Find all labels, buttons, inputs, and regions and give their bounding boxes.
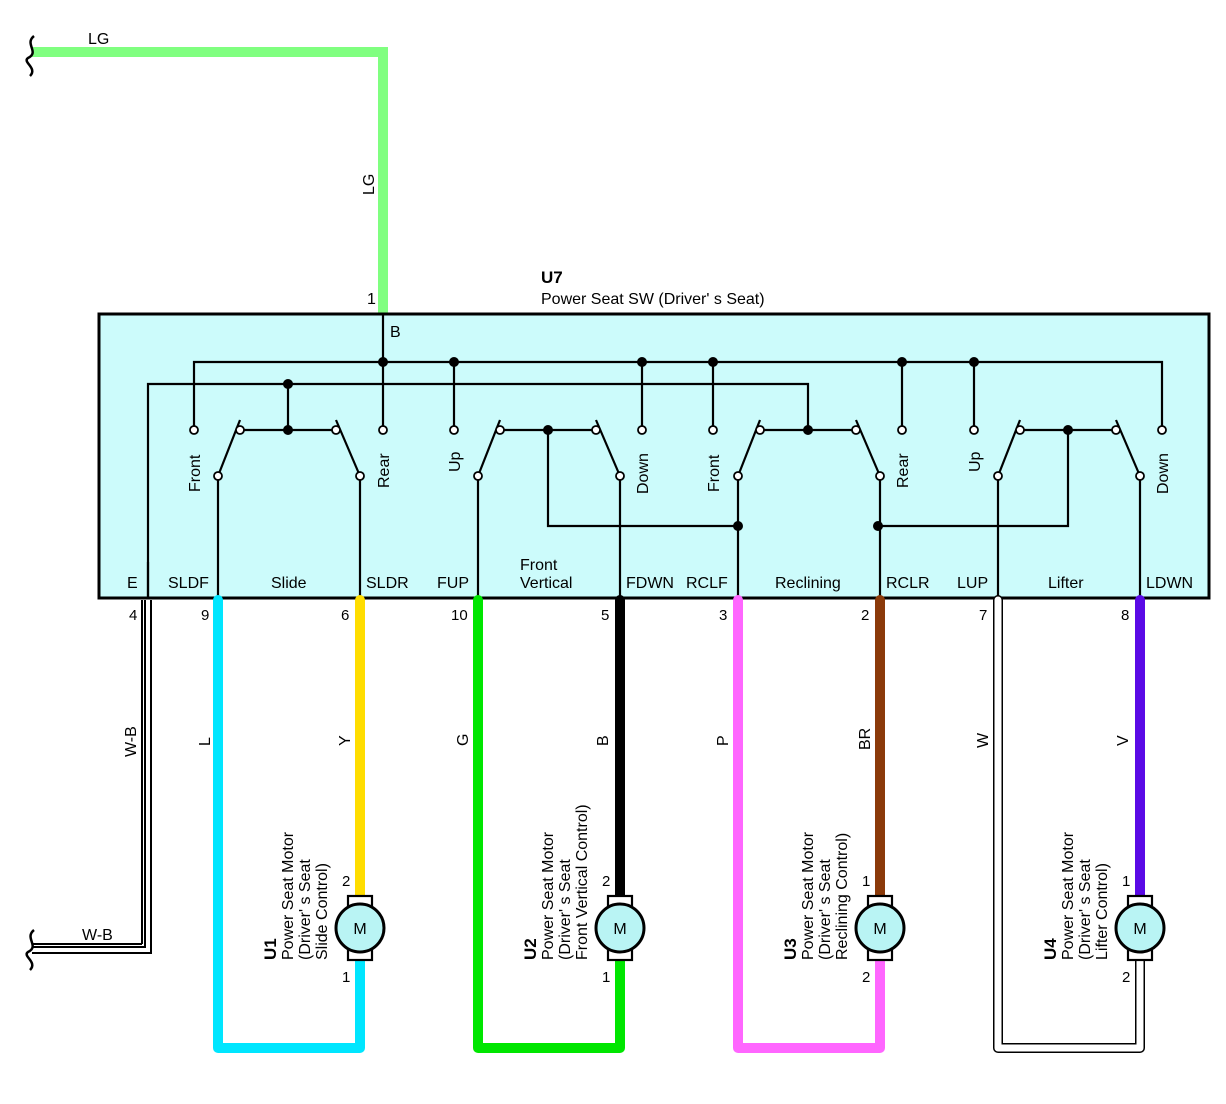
term-name-rclr: RCLR xyxy=(886,575,930,592)
motor-u3-symbol xyxy=(854,902,906,954)
motor-u4-symbol xyxy=(1114,902,1166,954)
motor-u3-top-pin: 1 xyxy=(862,873,870,890)
pos-label-lift-up: Up xyxy=(967,451,984,472)
motor-u4-m-label: M xyxy=(1133,921,1146,938)
motor-u1-m-label: M xyxy=(353,921,366,938)
motor-u3-line3: Reclining Control) xyxy=(834,833,851,960)
wire-label-lg-top: LG xyxy=(88,31,109,48)
motor-u1-line2: (Driver' s Seat xyxy=(297,859,314,960)
wire-g xyxy=(473,595,625,1053)
pos-label-rcl-front: Front xyxy=(706,454,723,492)
group-name-lifter: Lifter xyxy=(1048,575,1084,592)
pin-number-10: 10 xyxy=(451,607,468,624)
wire-code-br: BR xyxy=(857,728,874,750)
motor-u2-line3: Front Vertical Control) xyxy=(574,804,591,960)
motor-u4-id: U4 xyxy=(1041,938,1060,960)
break-symbol-top xyxy=(25,35,35,77)
motor-u1-top-pin: 2 xyxy=(342,873,350,890)
group-name-front-vertical-1: Front xyxy=(520,557,558,574)
motor-u2-top-pin: 2 xyxy=(602,873,610,890)
pin-number-2: 2 xyxy=(861,607,869,624)
pos-label-fv-down: Down xyxy=(635,453,652,494)
pin-name-b: B xyxy=(390,324,401,341)
motor-u3-bottom-pin: 2 xyxy=(862,969,870,986)
motor-u4-line2: (Driver' s Seat xyxy=(1077,859,1094,960)
switch-box xyxy=(97,312,1211,600)
wire-code-l: L xyxy=(197,737,214,746)
group-name-slide: Slide xyxy=(271,575,307,592)
motor-u2-bottom-pin: 1 xyxy=(602,969,610,986)
pos-label-fv-up: Up xyxy=(447,451,464,472)
motor-u1-id: U1 xyxy=(261,938,280,960)
wire-w xyxy=(993,595,1145,1053)
term-name-sldf: SLDF xyxy=(168,575,209,592)
motor-u2-id: U2 xyxy=(521,938,540,960)
motor-u1-line1: Power Seat Motor xyxy=(280,831,297,960)
wire-label-lg-vertical: LG xyxy=(361,174,378,195)
wire-lg-supply xyxy=(32,47,388,313)
motor-u1-line3: Slide Control) xyxy=(314,863,331,960)
motor-u3-line2: (Driver' s Seat xyxy=(817,859,834,960)
wire-code-p: P xyxy=(715,735,732,746)
motor-u4-top-pin: 1 xyxy=(1122,873,1130,890)
wire-code-y: Y xyxy=(337,735,354,746)
motor-u4-line3: Lifter Control) xyxy=(1094,863,1111,960)
term-name-ldwn: LDWN xyxy=(1146,575,1193,592)
term-name-fup: FUP xyxy=(437,575,469,592)
group-name-front-vertical-2: Vertical xyxy=(520,575,572,592)
pin-number-5: 5 xyxy=(601,607,609,624)
pin-number-ground: 4 xyxy=(129,607,137,624)
pin-number-8: 8 xyxy=(1121,607,1129,624)
motor-u1-symbol xyxy=(334,902,386,954)
motor-u2-m-label: M xyxy=(613,921,626,938)
pos-label-slide-front: Front xyxy=(187,454,204,492)
component-name: Power Seat SW (Driver' s Seat) xyxy=(541,291,765,308)
wire-label-wb-bottom: W-B xyxy=(82,927,113,944)
pos-label-slide-rear: Rear xyxy=(376,453,393,488)
wire-code-b: B xyxy=(595,735,612,746)
pin-number-9: 9 xyxy=(201,607,209,624)
wire-wb-ground xyxy=(32,600,152,954)
component-id: U7 xyxy=(541,268,563,287)
motor-u2-symbol xyxy=(594,902,646,954)
motor-u2-line2: (Driver' s Seat xyxy=(557,859,574,960)
motor-u3-id: U3 xyxy=(781,938,800,960)
pin-number-supply: 1 xyxy=(367,291,376,308)
pin-number-3: 3 xyxy=(719,607,727,624)
term-name-rclf: RCLF xyxy=(686,575,728,592)
wire-l xyxy=(213,595,365,1053)
wire-label-wb-vertical: W-B xyxy=(123,726,140,757)
group-name-reclining: Reclining xyxy=(775,575,841,592)
motor-u1-bottom-pin: 1 xyxy=(342,969,350,986)
pos-label-lift-down: Down xyxy=(1155,453,1172,494)
motor-u3-line1: Power Seat Motor xyxy=(800,831,817,960)
pos-label-rcl-rear: Rear xyxy=(895,453,912,488)
term-name-sldr: SLDR xyxy=(366,575,409,592)
term-name-fdwn: FDWN xyxy=(626,575,674,592)
wire-code-g: G xyxy=(455,734,472,746)
break-symbol-bottom xyxy=(25,929,35,971)
motor-u2-line1: Power Seat Motor xyxy=(540,831,557,960)
motor-u4-line1: Power Seat Motor xyxy=(1060,831,1077,960)
wire-p xyxy=(733,595,885,1053)
motor-u3-m-label: M xyxy=(873,921,886,938)
motor-u4-bottom-pin: 2 xyxy=(1122,969,1130,986)
term-name-e: E xyxy=(127,575,138,592)
pin-number-7: 7 xyxy=(979,607,987,624)
pin-number-6: 6 xyxy=(341,607,349,624)
wire-code-v: V xyxy=(1115,735,1132,746)
term-name-lup: LUP xyxy=(957,575,988,592)
wire-code-w: W xyxy=(975,732,992,748)
